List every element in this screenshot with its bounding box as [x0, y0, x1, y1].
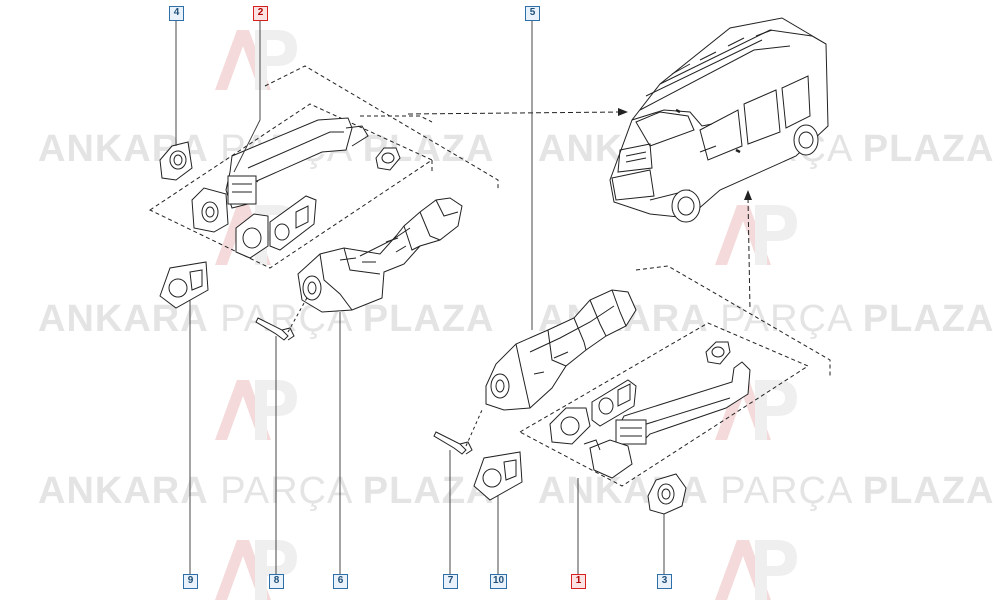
pin-alignment-lines	[287, 295, 483, 447]
watermark-word: PARÇA	[720, 470, 852, 512]
part-9-gasket	[159, 261, 209, 309]
callout-9[interactable]: 9	[183, 574, 198, 589]
callout-2[interactable]: 2	[253, 6, 268, 21]
part-4-end-cap	[159, 141, 193, 181]
callout-6[interactable]: 6	[333, 574, 348, 589]
cylinder-housing-upper	[191, 187, 229, 233]
part-8-pin	[255, 317, 295, 341]
callout-5[interactable]: 5	[525, 6, 540, 21]
part-6-handle-carrier	[297, 197, 463, 313]
van-illustration	[609, 17, 829, 223]
watermark-word: PLAZA	[362, 298, 495, 340]
watermark-word: PLAZA	[862, 470, 995, 512]
watermark-word: PLAZA	[862, 128, 995, 170]
handle-seal-lower	[549, 379, 637, 445]
watermark-row: ANKARA PARÇA PLAZA	[38, 470, 494, 513]
upper-handle-group-frame	[148, 65, 499, 269]
end-cap-lower	[583, 439, 633, 479]
callout-3[interactable]: 3	[657, 574, 672, 589]
callout-4[interactable]: 4	[169, 6, 184, 21]
grommet-lower	[705, 341, 731, 365]
grommet-upper	[375, 147, 401, 171]
arrow-head	[744, 190, 752, 200]
part-10-gasket	[473, 451, 523, 501]
lower-handle-group-frame	[518, 265, 831, 487]
part-7-pin	[433, 431, 473, 455]
watermark-word: PLAZA	[362, 470, 495, 512]
watermark-word: ANKARA	[38, 470, 209, 512]
watermark-row: ANKARA PARÇA PLAZA	[538, 298, 994, 341]
watermark-word: PARÇA	[220, 470, 352, 512]
part-2-outer-handle	[225, 117, 369, 209]
callout-7[interactable]: 7	[443, 574, 458, 589]
callout-1[interactable]: 1	[571, 574, 586, 589]
part-3-end-cap	[647, 473, 687, 515]
watermark-word: PLAZA	[862, 298, 995, 340]
leader-lines	[175, 20, 665, 576]
handle-seal-upper	[235, 195, 317, 259]
callout-8[interactable]: 8	[269, 574, 284, 589]
callout-10[interactable]: 10	[490, 574, 507, 589]
watermark-word: PARÇA	[720, 298, 852, 340]
part-1-outer-handle	[615, 361, 751, 445]
leader-to-van	[407, 111, 751, 311]
arrow-head	[618, 108, 628, 116]
part-5-handle-carrier	[485, 289, 637, 411]
